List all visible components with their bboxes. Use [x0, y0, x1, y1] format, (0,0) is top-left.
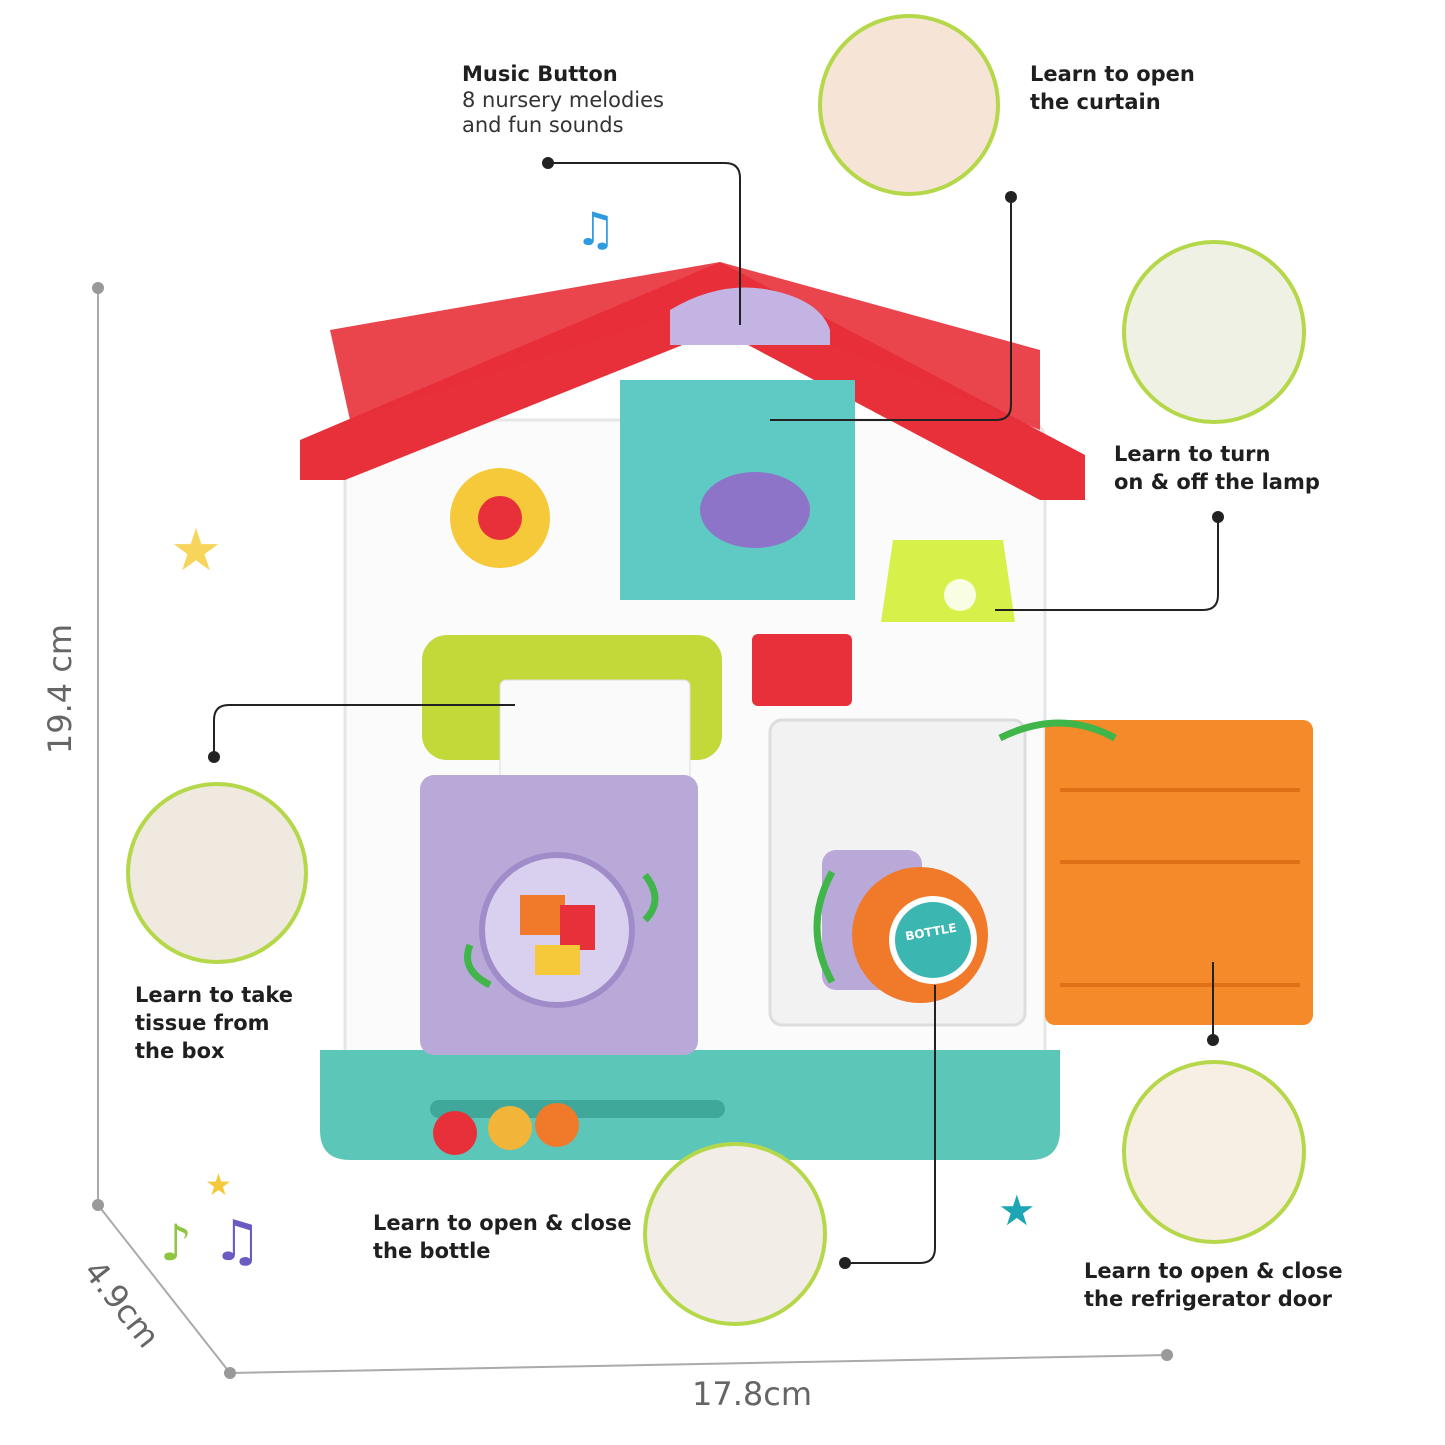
height-dimension: 19.4 cm	[41, 623, 80, 755]
fridge-detail-photo	[1122, 1060, 1306, 1244]
bottle-text-1: Learn to open & close	[373, 1211, 632, 1235]
tissue-callout: Learn to take tissue from the box	[135, 981, 293, 1065]
elephant-picture	[700, 472, 810, 548]
tissue-text-3: the box	[135, 1039, 225, 1063]
bottle-text-2: the bottle	[373, 1239, 491, 1263]
fridge-door	[1045, 720, 1313, 1025]
star-icon: ★	[998, 1186, 1036, 1235]
lamp-switch	[752, 634, 852, 706]
bottle-detail-photo	[643, 1142, 827, 1326]
decorations: ♫ ★ ★ ♪ ♫ ★	[160, 202, 1036, 1274]
house-body	[300, 262, 1313, 1160]
orange-bead	[535, 1103, 579, 1147]
curtain-detail-photo	[818, 14, 1000, 196]
red-bead	[433, 1111, 477, 1155]
curtain-text-2: the curtain	[1030, 90, 1161, 114]
leader-lines	[213, 162, 1219, 1264]
tissue-text-1: Learn to take	[135, 983, 294, 1007]
music-note-icon: ♫	[575, 202, 616, 256]
leader-dots	[208, 157, 1224, 1269]
lamp	[881, 540, 1015, 622]
tissue-text-2: tissue from	[135, 1011, 270, 1035]
music-note-icon: ♫	[212, 1209, 262, 1274]
lamp-text-2: on & off the lamp	[1114, 470, 1320, 494]
music-note-icon: ♪	[160, 1214, 192, 1272]
star-icon: ★	[170, 516, 222, 584]
music-button-title: Music Button	[462, 62, 618, 86]
curtain-text-1: Learn to open	[1030, 62, 1195, 86]
bottle-callout: Learn to open & close the bottle	[373, 1209, 632, 1265]
yellow-bead	[488, 1106, 532, 1150]
width-dimension: 17.8cm	[692, 1375, 813, 1413]
fridge-callout: Learn to open & close the refrigerator d…	[1084, 1257, 1343, 1313]
dimension-lines	[92, 282, 1173, 1379]
lamp-text-1: Learn to turn	[1114, 442, 1271, 466]
lamp-detail-photo	[1122, 240, 1306, 424]
lamp-callout: Learn to turn on & off the lamp	[1114, 440, 1320, 496]
music-button-callout: Music Button 8 nursery melodies and fun …	[462, 60, 664, 138]
motion-arrows	[464, 719, 1117, 989]
star-icon: ★	[205, 1168, 232, 1203]
fridge-text-2: the refrigerator door	[1084, 1287, 1333, 1311]
fridge-text-1: Learn to open & close	[1084, 1259, 1343, 1283]
music-button-desc-2: and fun sounds	[462, 113, 624, 137]
tissue-detail-photo	[126, 782, 308, 964]
curtain-callout: Learn to open the curtain	[1030, 60, 1195, 116]
music-button	[670, 287, 830, 345]
music-button-desc-1: 8 nursery melodies	[462, 88, 664, 112]
